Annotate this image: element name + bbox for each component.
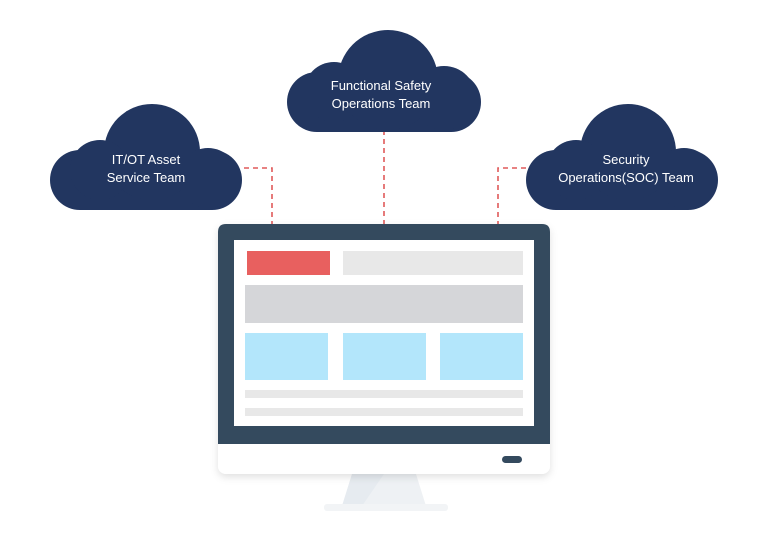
screen-card-1 [245,333,328,380]
screen-card-2 [343,333,426,380]
cloud-right-label-line2: Operations(SOC) Team [558,170,694,185]
connector-right [497,167,526,224]
screen-banner-bar [245,285,523,323]
cloud-center-label-line1: Functional Safety [331,78,432,93]
connector-lines [244,130,526,224]
monitor-stand-highlight [342,474,384,506]
cloud-center-label-line2: Operations Team [332,96,431,111]
cloud-it-ot-asset-service-team: IT/OT Asset Service Team [50,104,242,210]
screen-accent-block [247,251,330,275]
screen-text-line-1 [245,390,523,398]
cloud-left-label-line1: IT/OT Asset [112,152,181,167]
cloud-right-shape [526,104,718,210]
cloud-left-shape [50,104,242,210]
monitor-power-led [502,456,522,463]
cloud-security-operations-soc-team: Security Operations(SOC) Team [526,104,718,210]
screen-header-bar [343,251,523,275]
connector-left [244,167,273,224]
cloud-center-shape [287,30,481,132]
screen-card-3 [440,333,523,380]
cloud-functional-safety-operations-team: Functional Safety Operations Team [287,30,481,132]
monitor [218,224,550,511]
screen-text-line-2 [245,408,523,416]
cloud-left-label-line2: Service Team [107,170,186,185]
cloud-right-label-line1: Security [603,152,650,167]
monitor-base [324,504,448,511]
